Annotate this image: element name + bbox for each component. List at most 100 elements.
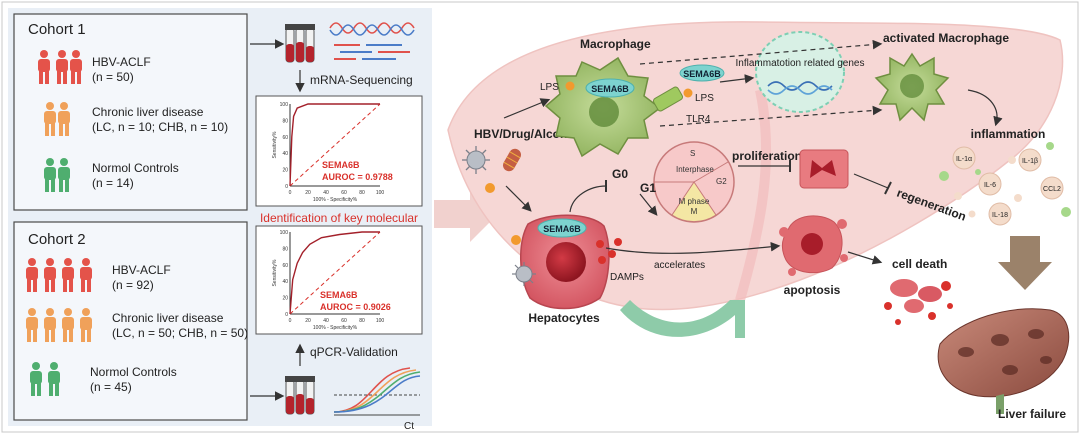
regenerating-cell — [799, 149, 849, 189]
roc-1-y-tick: 20 — [282, 168, 288, 174]
person-icon — [44, 158, 56, 192]
roc-2-x-label: 100% - Specificity% — [313, 325, 358, 331]
roc-1-y-tick: 100 — [280, 102, 289, 108]
roc-2-x-tick: 100 — [376, 318, 385, 324]
cohort-1-box: Cohort 1 HBV-ACLF (n = 50) Chronic liver… — [13, 13, 248, 211]
cell-cycle-g1: G1 — [640, 181, 656, 195]
roc-2-x-tick: 60 — [341, 318, 347, 324]
damps-label: DAMPs — [610, 272, 644, 283]
roc-1-x-tick: 40 — [323, 190, 329, 196]
lps-dot-icon — [485, 183, 495, 193]
cell-cycle-g0: G0 — [612, 167, 628, 181]
macrophage-title: Macrophage — [580, 37, 651, 51]
cohort-1-normal-count: (n = 14) — [92, 176, 134, 190]
hepatocyte-cell: SEMA6B — [520, 214, 610, 310]
lps-dot-icon — [683, 88, 693, 98]
tlr4-label: TLR4 — [686, 114, 711, 125]
roc-1-y-tick: 80 — [282, 118, 288, 124]
trigger-to-hepatocyte-arrow — [505, 185, 532, 212]
roc-2-y-tick: 100 — [280, 230, 289, 236]
activated-macrophage-cell — [874, 52, 950, 122]
cytokine-il1b: IL-1β — [1022, 158, 1038, 165]
roc-2-y-tick: 20 — [282, 296, 288, 302]
person-icon — [70, 50, 82, 84]
hepatocytes-label: Hepatocytes — [528, 311, 600, 325]
roc-1-auroc: AUROC = 0.9788 — [322, 172, 393, 182]
roc-1-y-tick: 60 — [282, 135, 288, 141]
cohort-2-normal-count: (n = 45) — [90, 380, 132, 394]
person-icon — [38, 50, 50, 84]
person-icon — [26, 258, 38, 292]
cohort-1-aclf-count: (n = 50) — [92, 70, 134, 84]
activation-arrow-bottom — [659, 105, 883, 127]
lps-dot-icon — [511, 235, 521, 245]
accelerates-arrow — [605, 241, 781, 254]
lps-dot-icon — [565, 81, 575, 91]
failed-liver-icon — [937, 308, 1070, 414]
roc-2-marker: SEMA6B — [320, 290, 358, 300]
roc-1-x-label: 100% - Specificity% — [313, 197, 358, 203]
cohort-2-title: Cohort 2 — [28, 231, 86, 248]
roc-2-curve — [289, 231, 380, 315]
virus-icon — [512, 262, 536, 286]
roc-2-y-tick: 40 — [282, 279, 288, 285]
sequencing-label: mRNA-Sequencing — [310, 73, 413, 87]
cohort-2-cld-label: Chronic liver disease — [112, 311, 224, 325]
cell-cycle-m-phase: M phase — [679, 197, 710, 206]
roc-1-reference-line — [289, 103, 381, 187]
cohort-1-aclf-label: HBV-ACLF — [92, 55, 151, 69]
roc-plot-2: 002020404060608080100100Sensitivity%100%… — [255, 225, 423, 335]
validation-label: qPCR-Validation — [310, 345, 398, 359]
hepatocyte-sema6b-label: SEMA6B — [543, 224, 581, 234]
cohort-1-cld-label: Chronic liver disease — [92, 105, 204, 119]
cell-cycle-s: S — [690, 149, 695, 158]
roc-2-x-tick: 0 — [289, 318, 292, 324]
trigger-to-macrophage-arrow — [503, 98, 551, 119]
person-icon — [56, 50, 68, 84]
person-icon — [48, 362, 60, 396]
sequencing-reads-icon — [329, 22, 415, 60]
cytokine-il18: IL-18 — [992, 212, 1008, 219]
roc-1-x-tick: 80 — [359, 190, 365, 196]
roc-1-y-tick: 40 — [282, 151, 288, 157]
cohort-2-cld-count: (LC, n = 50; CHB, n = 50) — [112, 326, 248, 340]
damps-dots — [596, 238, 622, 264]
identification-label: Identification of key molecular — [260, 211, 418, 225]
roc-2-y-tick: 80 — [282, 246, 288, 252]
cell-cycle-m: M — [691, 207, 698, 216]
cohort-1-title: Cohort 1 — [28, 21, 86, 38]
cytokine-il6: IL-6 — [984, 182, 996, 189]
qpcr-amplification-curves: Ct — [333, 367, 421, 432]
person-icon — [58, 158, 70, 192]
cytokine-il1a: IL-1α — [956, 156, 972, 163]
roc-1-curve — [289, 103, 380, 187]
receptor-lps-label: LPS — [695, 93, 714, 104]
macrophage-sema6b-label: SEMA6B — [591, 84, 629, 94]
person-icon — [80, 258, 92, 292]
hepatocyte-nucleus — [546, 242, 586, 282]
regeneration-inhibit-bar — [884, 181, 892, 195]
roc-1-x-tick: 20 — [305, 190, 311, 196]
apoptotic-cell — [779, 215, 848, 276]
roc-1-y-tick: 0 — [285, 184, 288, 190]
receptor-sema6b-badge — [679, 64, 725, 82]
activated-macrophage-label: activated Macrophage — [883, 31, 1009, 45]
cohort-2-normal-label: Normol Controls — [90, 365, 177, 379]
person-icon — [44, 102, 56, 136]
cell-death-fragments — [884, 279, 953, 325]
cell-cycle-interphase: Interphase — [676, 165, 714, 174]
roc-2-x-tick: 20 — [305, 318, 311, 324]
proliferation-label: proliferation — [732, 149, 802, 163]
person-icon — [62, 258, 74, 292]
cohort-2-aclf-count: (n = 92) — [112, 278, 154, 292]
roc-2-y-label: Sensitivity% — [272, 259, 278, 287]
person-icon — [30, 362, 42, 396]
person-icon — [44, 308, 56, 342]
to-inflammation-arrow — [967, 89, 1003, 127]
macrophage-lps-label: LPS — [540, 82, 559, 93]
cohort-2-aclf-label: HBV-ACLF — [112, 263, 171, 277]
roc-2-x-tick: 80 — [359, 318, 365, 324]
bile-duct — [620, 300, 745, 338]
roc-2-auroc: AUROC = 0.9026 — [320, 302, 391, 312]
